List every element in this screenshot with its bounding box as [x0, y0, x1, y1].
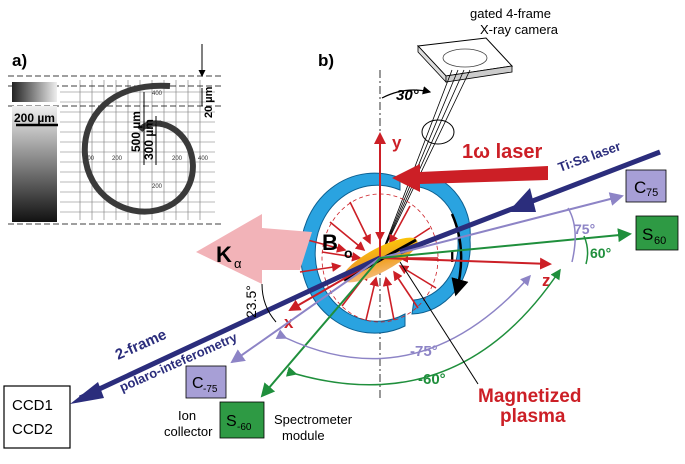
- dim-20-label: 20 µm: [203, 86, 215, 118]
- scale-bar-label: 200 µm: [14, 111, 55, 125]
- s-60-sub: -60: [237, 422, 252, 433]
- kalpha-arrow: [196, 214, 312, 284]
- svg-text:200: 200: [152, 121, 163, 127]
- field-label: B: [322, 230, 338, 255]
- s60-label: S: [642, 225, 653, 244]
- ccd-box: [3, 385, 71, 449]
- field-sub: o: [344, 245, 353, 261]
- svg-text:200: 200: [112, 156, 123, 162]
- svg-text:400: 400: [84, 156, 95, 162]
- s60-sub: 60: [654, 235, 666, 247]
- svg-text:400: 400: [198, 156, 209, 162]
- kalpha-sub: α: [234, 256, 242, 271]
- angle-75-label: 75°: [574, 221, 595, 237]
- panel-b-label: b): [318, 51, 334, 70]
- angle-m60-arc: [285, 268, 561, 386]
- camera-lens: [442, 48, 488, 68]
- panel-a: a) 200 µm: [8, 44, 222, 225]
- pinhole: [421, 119, 455, 145]
- magnetized-label: Magnetized: [478, 386, 581, 407]
- panel-a-label: a): [12, 51, 27, 70]
- y-axis-label: y: [392, 133, 402, 152]
- spectrometer-label: Spectrometer: [274, 412, 353, 427]
- angle-m60-label: -60°: [418, 371, 446, 388]
- camera-sightlines: [379, 69, 471, 259]
- c-75-box: [185, 365, 227, 399]
- dim-300-label: 300 µm: [142, 119, 156, 160]
- svg-text:200: 200: [152, 184, 163, 190]
- laser-1w-arrow: [392, 164, 548, 192]
- angle-235-label: 23.5°: [243, 285, 259, 318]
- probe-arrowhead: [70, 382, 104, 404]
- module-label: module: [282, 428, 325, 443]
- c-75-sub: -75: [203, 384, 218, 395]
- z-axis: [379, 257, 552, 270]
- tick-labels: 400 200 200 400 400 200 200: [84, 91, 209, 190]
- angle-75-arc: [567, 207, 576, 263]
- panel-b: b) gated 4-frame X-ray camera 30°: [3, 6, 679, 449]
- c75-label: C: [634, 178, 646, 197]
- c75-sub: 75: [646, 187, 658, 199]
- svg-text:400: 400: [152, 91, 163, 97]
- gradient-bar-top: [12, 82, 57, 102]
- z-axis-label: z: [542, 271, 551, 290]
- plasma-label: plasma: [500, 406, 566, 427]
- camera-label-1: gated 4-frame: [470, 6, 551, 21]
- angle-235-arc: [261, 283, 277, 323]
- s-60-box: [219, 401, 265, 439]
- s60-line: [379, 228, 632, 259]
- angle-30-label: 30°: [396, 87, 420, 104]
- plasma-pointer: [399, 261, 479, 385]
- angle-60-arc: [583, 235, 589, 265]
- angle-60-label: 60°: [590, 245, 611, 261]
- kalpha-label: K: [216, 242, 232, 267]
- ccd1-label: CCD1: [12, 397, 53, 414]
- ccd2-label: CCD2: [12, 421, 53, 438]
- c75-box: [625, 169, 667, 203]
- s-60-label: S: [226, 413, 237, 430]
- dim-500-label: 500 µm: [129, 111, 143, 152]
- c-75-label: C: [192, 375, 204, 392]
- s60-box: [635, 215, 679, 251]
- tisa-arrowhead: [508, 188, 536, 212]
- collector-label: collector: [164, 424, 213, 439]
- svg-text:200: 200: [172, 156, 183, 162]
- angle-30-arc: [381, 86, 432, 99]
- ion-label: Ion: [178, 408, 196, 423]
- spiral-target: [81, 82, 196, 215]
- laser-1w-label: 1ω laser: [462, 141, 543, 163]
- current-label: I: [450, 249, 454, 266]
- angle-m75-label: -75°: [410, 343, 438, 360]
- camera-label-2: X-ray camera: [480, 22, 559, 37]
- c75-line: [379, 192, 624, 259]
